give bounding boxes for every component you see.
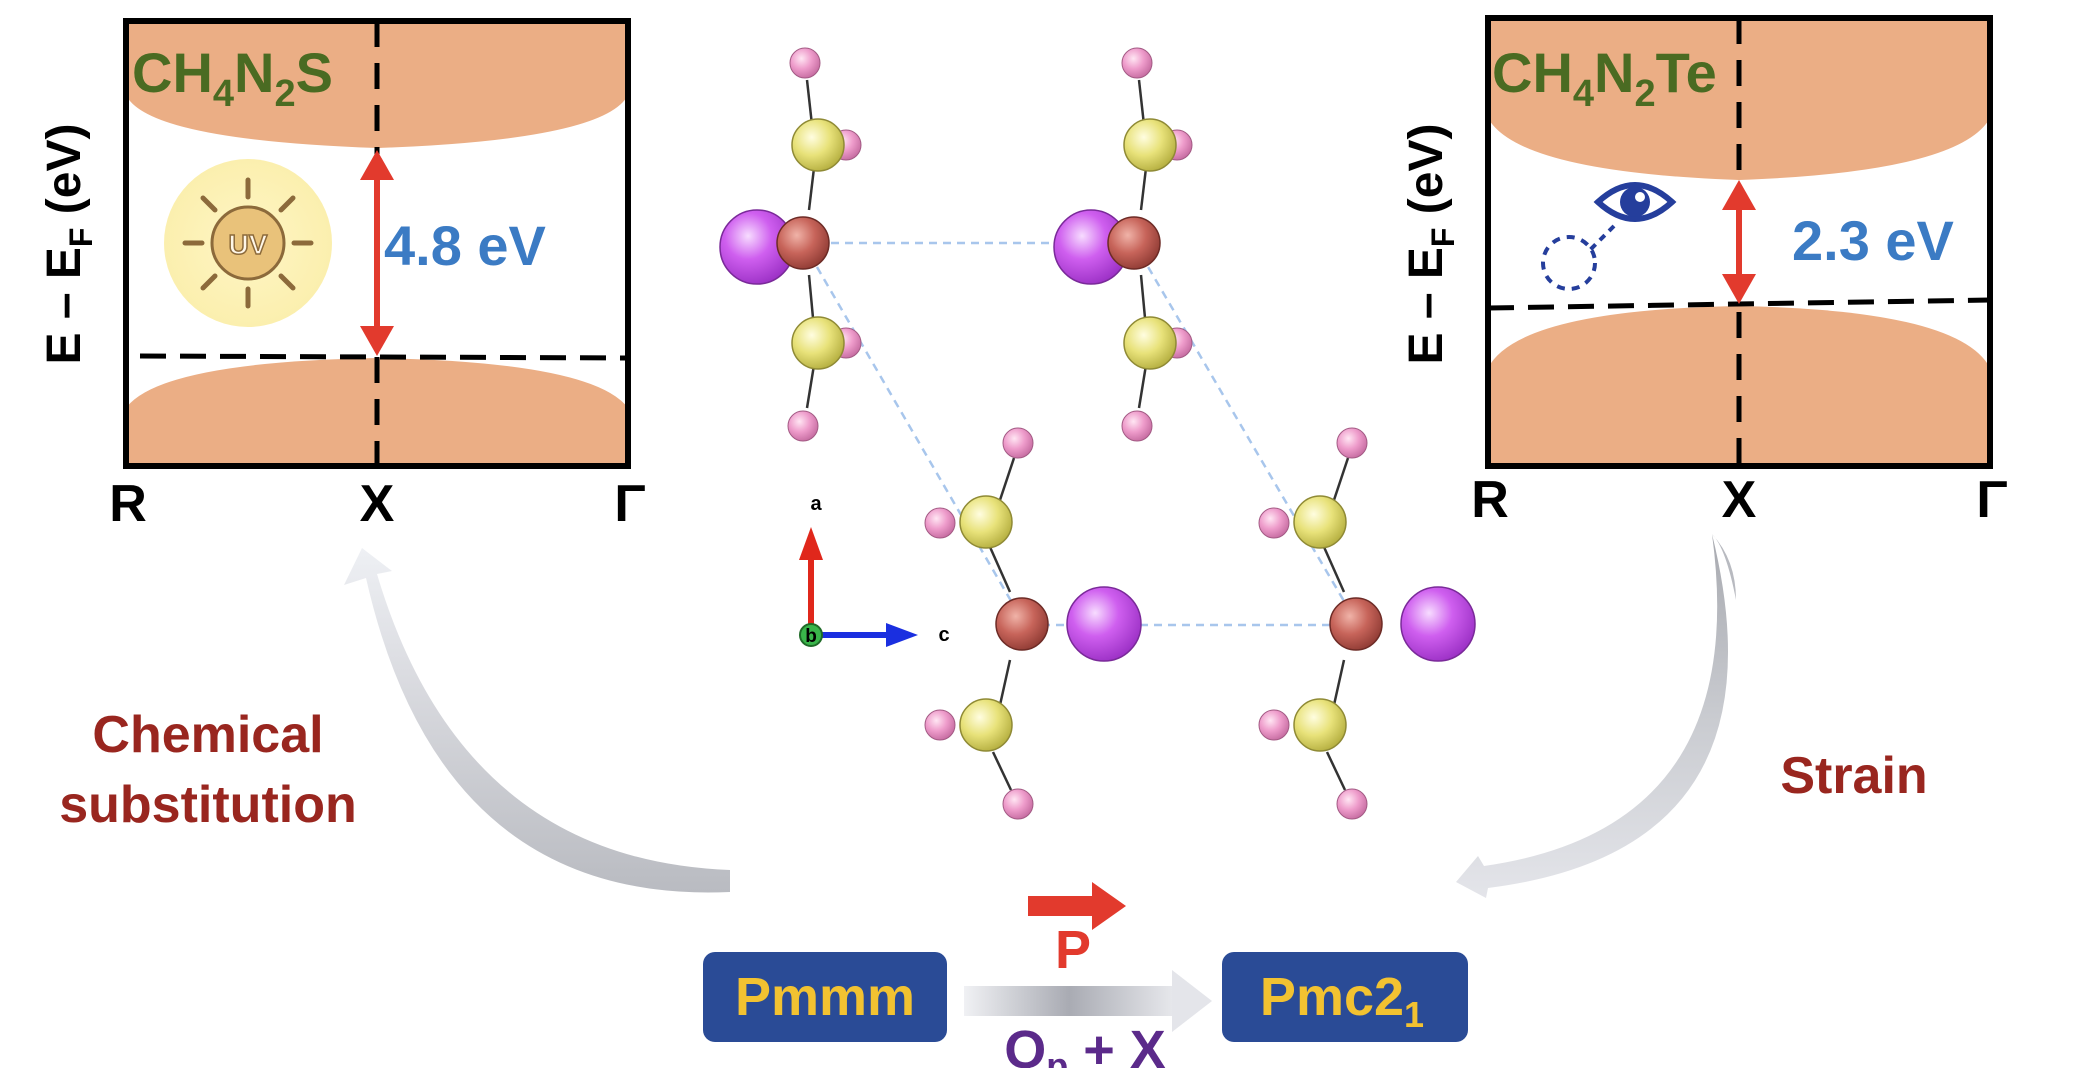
sulfur-atom (1123, 118, 1177, 172)
hydrogen-atom (924, 709, 956, 741)
hydrogen-atom (1336, 427, 1368, 459)
sulfur-atom (959, 698, 1013, 752)
sulfur-atom (1123, 316, 1177, 370)
y-axis-label: E – EF (eV) (38, 124, 99, 365)
hydrogen-atom (787, 410, 819, 442)
uv-sun-icon: UV (164, 159, 332, 327)
phase-label: Pmc21 (1260, 967, 1424, 1035)
transition-arrow (964, 970, 1212, 1032)
gap-label: 2.3 eV (1792, 209, 1954, 272)
k-point-Gamma: Γ (1976, 471, 2007, 529)
strain-label: Strain (1780, 747, 1927, 805)
sulfur-atom (1293, 495, 1347, 549)
anion-atom (1400, 586, 1476, 662)
k-point-X: X (1722, 471, 1757, 529)
sulfur-atom (1293, 698, 1347, 752)
crystal-axes: a b c (799, 493, 950, 647)
crystal-structure: a b c (719, 47, 1476, 820)
k-point-X: X (360, 475, 395, 533)
hydrogen-atom (1121, 47, 1153, 79)
k-point-R: R (1471, 471, 1509, 529)
hydrogen-atom (1002, 427, 1034, 459)
valence-band (1488, 306, 1990, 466)
hydrogen-atom (1336, 788, 1368, 820)
anion-atom (1066, 586, 1142, 662)
sulfur-atom (791, 316, 845, 370)
uv-label: UV (229, 229, 268, 260)
carbon-atom (1107, 216, 1161, 270)
phase-label: Pmmm (735, 967, 915, 1027)
axis-c-label: c (938, 624, 949, 646)
gap-arrow (1722, 180, 1756, 304)
hydrogen-atom (1121, 410, 1153, 442)
k-point-Gamma: Γ (614, 475, 645, 533)
phase-box-pmc21: Pmc21 (1222, 952, 1468, 1042)
band-panel-right: 2.3 eV CH4N2Te E – EF (eV) R X Γ (1400, 15, 2008, 529)
hydrogen-atom (1258, 709, 1290, 741)
polarization-label: P (1055, 920, 1091, 980)
axis-b-label: b (805, 626, 817, 647)
sulfur-atom (791, 118, 845, 172)
carbon-atom (776, 216, 830, 270)
hydrogen-atom (789, 47, 821, 79)
hydrogen-atom (924, 507, 956, 539)
molecule-column (924, 427, 1142, 820)
eye-icon (1541, 182, 1677, 291)
hydrogen-atom (1002, 788, 1034, 820)
molecule-column (1258, 427, 1476, 820)
unit-cell (801, 241, 1360, 627)
phase-box-pmmm: Pmmm (703, 952, 947, 1042)
band-panel-left: 4.8 eV CH4N2S UV E – EF (eV) R X Γ (38, 18, 646, 533)
mode-label: Qp + X (1004, 1020, 1166, 1068)
fermi-level-line (139, 353, 629, 361)
polarization-arrow: P (1028, 882, 1126, 980)
gap-label: 4.8 eV (384, 214, 546, 277)
y-axis-label: E – EF (eV) (1400, 124, 1461, 365)
compound-label: CH4N2Te (1492, 41, 1717, 115)
compound-label: CH4N2S (132, 41, 333, 115)
gap-arrow (360, 150, 394, 356)
k-point-R: R (109, 475, 147, 533)
molecule-column (719, 47, 862, 442)
carbon-atom (995, 597, 1049, 651)
hydrogen-atom (1258, 507, 1290, 539)
chemical-substitution-label: Chemical (92, 706, 323, 764)
sulfur-atom (959, 495, 1013, 549)
chemical-substitution-arrow (344, 548, 730, 893)
axis-a-label: a (810, 493, 822, 515)
chemical-substitution-label: substitution (59, 776, 357, 834)
strain-arrow (1456, 534, 1729, 898)
molecule-column (1053, 47, 1193, 442)
conduction-band (1488, 18, 1990, 180)
carbon-atom (1329, 597, 1383, 651)
